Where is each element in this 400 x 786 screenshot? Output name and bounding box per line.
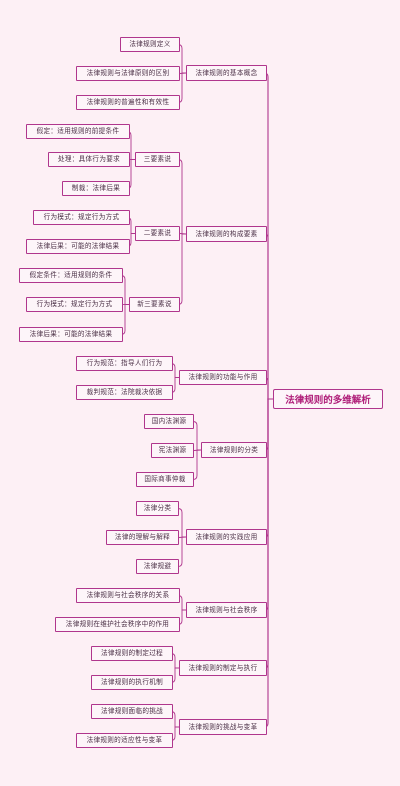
sub-new-three-elements[interactable]: 新三要素说 xyxy=(129,297,180,312)
leaf-constitution-source[interactable]: 宪法渊源 xyxy=(151,443,194,458)
leaf-domestic-source[interactable]: 国内法渊源 xyxy=(144,414,194,429)
branch-making-enforcement[interactable]: 法律规则的制定与执行 xyxy=(179,660,267,676)
leaf-legal-consequence[interactable]: 法律后果：可能的法律结果 xyxy=(26,239,130,254)
leaf-adaptability-change[interactable]: 法律规则的适应性与变革 xyxy=(76,733,173,748)
leaf-sanction[interactable]: 制裁：法律后果 xyxy=(62,181,130,196)
branch-elements[interactable]: 法律规则的构成要素 xyxy=(186,226,267,242)
leaf-judgment-norm[interactable]: 裁判规范：法院裁决依据 xyxy=(76,385,173,400)
branch-function[interactable]: 法律规则的功能与作用 xyxy=(179,370,267,385)
connector-b2-s1 xyxy=(177,159,186,235)
leaf-definition[interactable]: 法律规则定义 xyxy=(120,37,180,52)
branch-practice[interactable]: 法律规则的实践应用 xyxy=(186,529,267,545)
leaf-understanding-interpretation[interactable]: 法律的理解与解释 xyxy=(106,530,179,545)
connector-b4-2 xyxy=(192,449,201,480)
connector-b5-0 xyxy=(177,508,186,538)
leaf-law-evasion[interactable]: 法律规避 xyxy=(136,559,179,574)
leaf-assumption[interactable]: 假定：适用规则的前提条件 xyxy=(26,124,130,139)
connector-b4-0 xyxy=(192,421,201,451)
leaf-behavior-pattern-2[interactable]: 行为模式：规定行为方式 xyxy=(26,297,123,312)
leaf-behavior-norm[interactable]: 行为规范：指导人们行为 xyxy=(76,356,173,371)
connector-b2-s3 xyxy=(177,233,186,305)
branch-basic-concept[interactable]: 法律规则的基本概念 xyxy=(186,65,267,81)
leaf-legal-consequence-2[interactable]: 法律后果：可能的法律结果 xyxy=(19,327,123,342)
leaf-assumption-condition[interactable]: 假定条件：适用规则的条件 xyxy=(19,268,123,283)
leaf-handling[interactable]: 处理：具体行为要求 xyxy=(48,152,130,167)
leaf-challenges-faced[interactable]: 法律规则面临的挑战 xyxy=(91,704,173,719)
leaf-rule-vs-principle[interactable]: 法律规则与法律原则的区别 xyxy=(76,66,180,81)
leaf-law-classification[interactable]: 法律分类 xyxy=(136,501,179,516)
leaf-role-in-order[interactable]: 法律规则在维护社会秩序中的作用 xyxy=(55,617,180,632)
connector-b5-2 xyxy=(177,536,186,567)
sub-three-elements[interactable]: 三要素说 xyxy=(135,152,180,167)
leaf-making-process[interactable]: 法律规则的制定过程 xyxy=(91,646,173,661)
leaf-relationship[interactable]: 法律规则与社会秩序的关系 xyxy=(76,588,180,603)
root-node[interactable]: 法律规则的多维解析 xyxy=(273,389,383,409)
sub-two-elements[interactable]: 二要素说 xyxy=(135,226,180,241)
leaf-universality-validity[interactable]: 法律规则的普遍性和有效性 xyxy=(76,95,180,110)
leaf-enforcement-mechanism[interactable]: 法律规则的执行机制 xyxy=(91,675,173,690)
branch-challenges[interactable]: 法律规则的挑战与变革 xyxy=(179,719,267,735)
branch-social-order[interactable]: 法律规则与社会秩序 xyxy=(186,602,267,618)
leaf-behavior-pattern[interactable]: 行为模式：规定行为方式 xyxy=(33,210,130,225)
branch-classification[interactable]: 法律规则的分类 xyxy=(201,442,267,458)
leaf-intl-arbitration[interactable]: 国际商事仲裁 xyxy=(136,472,194,487)
